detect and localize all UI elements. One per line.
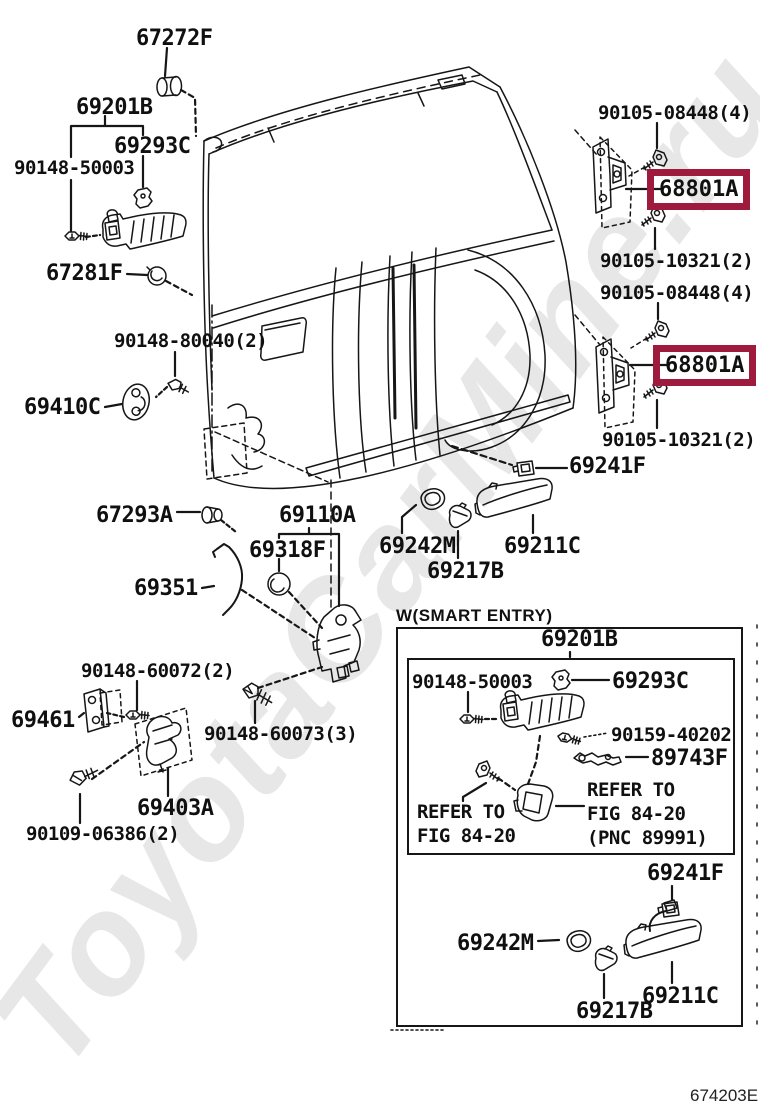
inset-drawings (390, 624, 758, 1031)
hinge-glyphs-right (592, 136, 670, 429)
part-label-67281f: 67281F (46, 261, 123, 286)
screw-glyph (69, 767, 99, 786)
refer-note-right-line2: FIG 84-20 (587, 803, 686, 825)
highlighted-part-68801a-upper[interactable]: 68801A (647, 169, 751, 210)
part-label-69201b: 69201B (76, 95, 153, 120)
part-label-90148-60073: 90148-60073(3) (204, 723, 358, 745)
part-label-90105-10321-lower: 90105-10321(2) (602, 429, 756, 451)
leader-lines (69, 46, 668, 825)
part-label-90148-50003: 90148-50003 (14, 157, 135, 179)
inset-part-label-69242m: 69242M (457, 931, 534, 956)
clip-glyph (512, 460, 535, 477)
part-label-69242m: 69242M (379, 534, 456, 559)
rod-glyph (212, 543, 244, 616)
smart-entry-outer-box (396, 627, 743, 1027)
figure-code: 674203E (690, 1086, 759, 1105)
part-label-67272f: 67272F (136, 26, 213, 51)
inset-part-label-69293c: 69293C (612, 669, 689, 694)
inset-part-label-90148-50003: 90148-50003 (412, 671, 533, 693)
part-label-69461: 69461 (11, 708, 75, 733)
clip-glyph (133, 187, 153, 209)
inset-part-label-69211c: 69211C (642, 984, 719, 1009)
bolt-glyph (643, 149, 668, 171)
gasket-glyph (420, 488, 446, 511)
part-label-90109-06386: 90109-06386(2) (26, 823, 180, 845)
part-label-69211c: 69211C (504, 534, 581, 559)
lever-glyph (573, 752, 622, 766)
screw-glyph (242, 682, 273, 706)
part-label-90148-60072: 90148-60072(2) (81, 660, 235, 682)
bolt-glyph (645, 320, 670, 342)
lock-assembly-glyph (312, 604, 362, 683)
handle-assembly-glyph (101, 209, 187, 250)
part-label-69217b: 69217B (427, 559, 504, 584)
inset-part-label-69201b: 69201B (541, 627, 618, 652)
plug-glyph (201, 506, 223, 524)
part-label-69293c: 69293C (114, 134, 191, 159)
part-label-90148-80040: 90148-80040(2) (114, 330, 268, 352)
inset-part-label-69217b: 69217B (576, 999, 653, 1024)
inset-part-label-90159-40202: 90159-40202 (611, 724, 732, 746)
refer-note-right-line1: REFER TO (587, 779, 675, 801)
part-label-69351: 69351 (134, 576, 198, 601)
inset-part-label-69241f: 69241F (647, 861, 724, 886)
grommet-glyph (146, 266, 167, 286)
part-glyphs-main (64, 75, 553, 786)
refer-note-left-line2: FIG 84-20 (417, 825, 516, 847)
inset-part-label-89743f: 89743F (651, 746, 728, 771)
refer-note-left-line1: REFER TO (417, 801, 505, 823)
screw-glyph (167, 378, 190, 395)
part-label-69410c: 69410C (24, 395, 101, 420)
outer-handle-glyph (474, 477, 553, 518)
highlighted-part-68801a-lower[interactable]: 68801A (653, 345, 757, 386)
cap-glyph (448, 502, 472, 529)
grommet-glyph (267, 572, 291, 596)
cylinder-glyph (156, 75, 183, 97)
buckle-glyph (513, 783, 554, 822)
refer-note-right-line3: (PNC 89991) (587, 827, 708, 849)
smart-entry-title: W(SMART ENTRY) (396, 606, 553, 625)
bolt-glyph (125, 710, 150, 720)
striker-glyph (121, 383, 151, 421)
hinge-plate-glyph (83, 688, 110, 733)
part-label-90105-08448-lower: 90105-08448(4) (600, 282, 754, 304)
inset-leader-lines (461, 650, 674, 1000)
bolt-glyph (64, 231, 89, 241)
part-label-69241f: 69241F (569, 454, 646, 479)
check-bracket-glyph (145, 715, 182, 773)
part-label-69403a: 69403A (137, 796, 214, 821)
part-label-67293a: 67293A (96, 503, 173, 528)
part-label-69110a: 69110A (279, 503, 356, 528)
part-label-90105-10321-upper: 90105-10321(2) (600, 250, 754, 272)
cable-glyph (648, 899, 678, 932)
part-label-69318f: 69318F (249, 538, 326, 563)
tailgate-drawing (202, 66, 601, 609)
smart-entry-inner-box (407, 658, 735, 855)
part-label-90105-08448-upper: 90105-08448(4) (598, 102, 752, 124)
